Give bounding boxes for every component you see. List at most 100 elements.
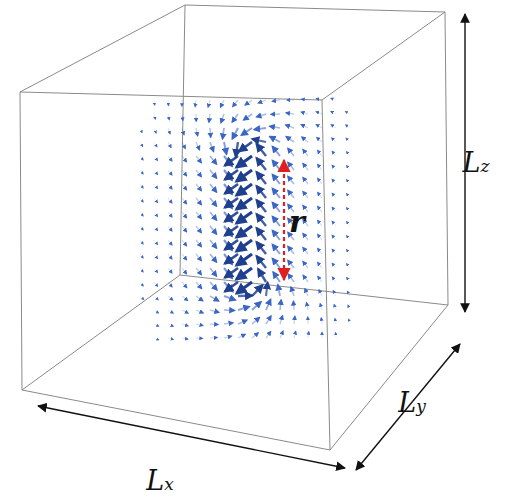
field-arrow <box>332 165 336 170</box>
field-arrow <box>210 156 217 164</box>
dimension-label: Ly <box>398 389 426 416</box>
field-arrow <box>154 282 158 287</box>
field-arrow <box>168 226 172 231</box>
field-arrow <box>182 268 187 274</box>
field-arrow <box>258 100 266 103</box>
field-arrow <box>140 212 143 216</box>
field-arrow <box>154 114 156 119</box>
field-arrow <box>256 114 266 117</box>
field-arrow <box>257 200 267 212</box>
field-arrow <box>272 100 280 101</box>
field-arrow <box>272 188 280 198</box>
field-arrow <box>140 198 143 202</box>
field-arrow <box>154 184 158 189</box>
field-arrow <box>168 282 172 287</box>
field-arrow <box>196 212 202 219</box>
field-arrow <box>224 323 233 324</box>
field-arrow <box>288 274 294 282</box>
field-arrow <box>346 208 350 213</box>
field-arrow <box>236 254 252 265</box>
field-arrow <box>318 192 323 198</box>
field-arrow <box>140 296 144 300</box>
field-arrow <box>182 324 188 326</box>
field-arrow <box>195 100 197 107</box>
field-arrow <box>182 254 187 260</box>
field-arrow <box>257 144 267 156</box>
field-arrow <box>168 128 170 134</box>
field-arrow <box>333 290 336 296</box>
field-arrow <box>195 114 196 122</box>
field-arrow <box>318 276 322 282</box>
field-arrow <box>301 112 308 114</box>
field-arrow <box>232 114 238 122</box>
field-arrow <box>272 258 280 268</box>
dimension-arrows <box>38 14 465 470</box>
field-arrow <box>196 268 202 275</box>
field-arrow <box>345 111 350 114</box>
field-arrow <box>140 268 143 272</box>
field-arrow <box>305 289 308 297</box>
field-arrow <box>346 152 350 157</box>
field-arrow <box>225 226 238 236</box>
field-arrow <box>236 156 252 167</box>
field-arrow <box>236 240 252 251</box>
field-arrow <box>346 222 350 227</box>
field-arrow <box>196 156 202 163</box>
field-arrow <box>320 303 322 310</box>
field-arrow <box>266 316 271 324</box>
field-arrow <box>196 240 202 247</box>
field-arrow <box>236 268 252 279</box>
field-arrow <box>236 142 238 157</box>
field-arrow <box>237 282 252 293</box>
field-arrow <box>182 282 187 288</box>
vector-field <box>140 98 350 340</box>
field-arrow <box>210 282 217 290</box>
field-arrow <box>210 170 217 178</box>
field-arrow <box>225 212 238 222</box>
field-arrow <box>348 305 350 310</box>
field-arrow <box>252 139 266 142</box>
field-arrow <box>307 317 308 324</box>
field-arrow <box>319 290 322 296</box>
field-arrow <box>154 254 158 259</box>
field-arrow <box>225 184 238 194</box>
field-arrow <box>257 242 267 254</box>
field-arrow <box>346 194 350 199</box>
field-arrow <box>316 124 322 128</box>
field-arrow <box>168 296 173 300</box>
field-arrow <box>196 282 202 289</box>
field-arrow <box>241 128 252 135</box>
field-arrow <box>288 162 294 170</box>
field-arrow <box>209 114 210 122</box>
field-arrow <box>154 296 158 300</box>
field-arrow <box>181 100 182 106</box>
field-arrow <box>335 332 336 338</box>
field-arrow <box>332 277 336 282</box>
field-arrow <box>210 212 217 220</box>
field-arrow <box>154 226 158 231</box>
field-arrow <box>286 136 294 142</box>
field-arrow <box>238 320 247 324</box>
field-arrow <box>182 338 188 339</box>
field-arrow <box>318 248 323 254</box>
separation-arrow <box>283 160 285 280</box>
field-arrow <box>303 149 308 156</box>
field-arrow <box>196 310 203 313</box>
field-arrow <box>258 269 266 282</box>
field-arrow <box>332 179 336 184</box>
field-arrow <box>332 221 336 226</box>
field-arrow <box>210 226 217 234</box>
field-arrow <box>288 246 294 254</box>
field-arrow <box>272 230 280 240</box>
field-arrow <box>210 142 214 152</box>
field-arrow <box>266 299 271 310</box>
field-arrow <box>278 285 280 296</box>
field-arrow <box>210 337 217 339</box>
field-arrow <box>318 150 323 156</box>
field-arrow <box>196 226 202 233</box>
field-arrow <box>257 214 267 226</box>
field-arrow <box>154 128 156 133</box>
field-arrow <box>293 316 295 324</box>
field-arrow <box>272 202 280 212</box>
field-arrow <box>318 206 323 212</box>
